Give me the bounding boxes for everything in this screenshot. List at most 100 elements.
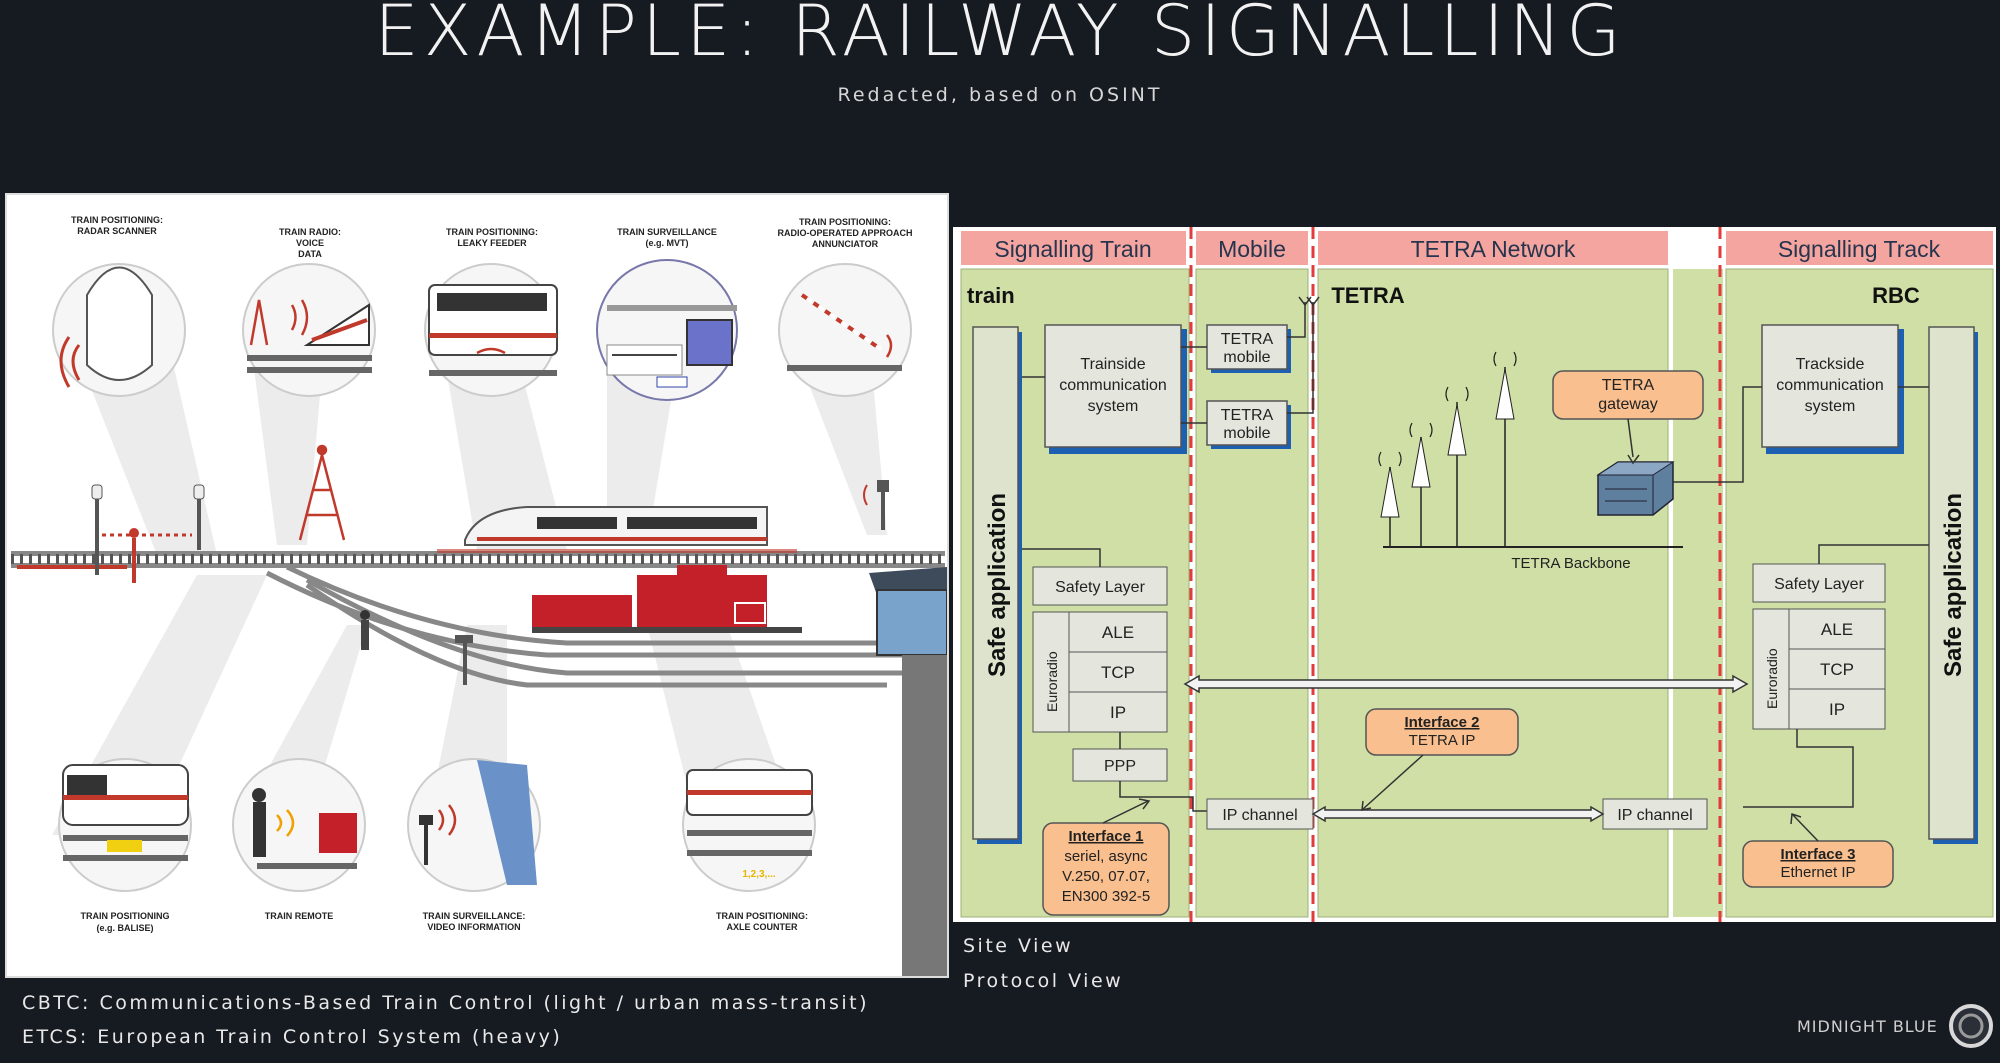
level-crossing [91, 484, 205, 583]
interface-2-title: Interface 2 [1404, 714, 1479, 731]
site-label-remote-1: TRAIN REMOTE [265, 911, 334, 921]
axle-counter-vignette: 1,2,3,... [682, 758, 816, 892]
site-label-balise-1: TRAIN POSITIONING [80, 911, 169, 921]
tetra-mobile-1-line-1: TETRA [1221, 331, 1274, 348]
interface-1-line-1: seriel, async [1064, 848, 1148, 865]
safe-app-right: Safe application [1928, 326, 1978, 844]
end-to-end-arrow [1183, 674, 1749, 694]
ip-channel-right-label: IP channel [1617, 807, 1692, 824]
gateway-server-icon [1596, 461, 1675, 516]
ip-channel-left-label: IP channel [1222, 807, 1297, 824]
rbc-label: RBC [1872, 283, 1920, 308]
ip-channel-arrow [1311, 805, 1605, 823]
site-label-radio-1: TRAIN RADIO: [279, 227, 341, 237]
trackside-comm-box: Trackside communication system [1761, 324, 1904, 454]
interface-3-title: Interface 3 [1780, 846, 1855, 863]
mobile-links [1181, 296, 1320, 424]
ip-left: IP [1110, 703, 1126, 722]
site-label-annun-1: TRAIN POSITIONING: [799, 217, 891, 227]
zone-signalling-track: Signalling Track [1778, 236, 1941, 262]
caption-site-view: Site View [963, 935, 1074, 957]
high-speed-train [437, 506, 797, 553]
brand-logo-icon [1949, 1004, 1993, 1048]
safe-app-left: Safe application [972, 326, 1022, 844]
zone-signalling-train: Signalling Train [994, 236, 1151, 262]
train-radio-vignette [242, 263, 376, 397]
site-label-video-1: TRAIN SURVEILLANCE: [423, 911, 526, 921]
site-view-panel: TRAIN POSITIONING: RADAR SCANNER TRAIN R… [5, 193, 949, 978]
tetra-mobile-2-line-2: mobile [1223, 425, 1270, 442]
trainside-line-2: communication [1059, 377, 1167, 394]
gateway-links [1627, 386, 1762, 483]
interface-1: Interface 1 seriel, async V.250, 07.07, … [1042, 822, 1170, 916]
radar-scanner-vignette [52, 263, 186, 397]
trackside-line-1: Trackside [1796, 356, 1865, 373]
freight-locomotive [532, 565, 802, 633]
safety-layer-left: Safety Layer [1055, 579, 1146, 596]
site-label-leaky-1: TRAIN POSITIONING: [446, 227, 538, 237]
balise-vignette [58, 758, 192, 892]
trackside-line-2: communication [1776, 377, 1884, 394]
trackside-line-3: system [1805, 398, 1856, 415]
control-building [869, 567, 948, 976]
slide-title: EXAMPLE: RAILWAY SIGNALLING [374, 0, 1626, 72]
site-label-radio-2: VOICE [296, 238, 324, 248]
radio-mast [298, 444, 346, 541]
site-label-surv-2: (e.g. MVT) [646, 238, 689, 248]
protocol-view-panel: Signalling Train Mobile TETRA Network Si… [953, 227, 1996, 922]
tetra-mobile-1: TETRA mobile [1206, 324, 1291, 373]
ppp-left: PPP [1104, 758, 1136, 775]
brand-name: MIDNIGHT BLUE [1797, 1017, 1938, 1036]
site-label-radar-1: TRAIN POSITIONING: [71, 215, 163, 225]
stack-connectors [1022, 376, 1929, 812]
video-surveillance-vignette [407, 758, 541, 892]
interface-2: Interface 2 TETRA IP [1365, 708, 1519, 756]
zone-mobile: Mobile [1218, 236, 1286, 262]
tetra-mobile-1-line-2: mobile [1223, 349, 1270, 366]
euroradio-left: Euroradio [1044, 651, 1060, 712]
tetra-label: TETRA [1331, 283, 1404, 308]
leaky-feeder-vignette [424, 263, 558, 397]
interface-1-title: Interface 1 [1068, 828, 1143, 845]
trainside-comm-box: Trainside communication system [1044, 324, 1187, 454]
railway-tracks [11, 551, 945, 688]
train-remote-vignette [232, 758, 366, 892]
trainside-line-1: Trainside [1080, 356, 1145, 373]
interface-3: Interface 3 Ethernet IP [1742, 840, 1894, 888]
site-label-radar-2: RADAR SCANNER [77, 226, 157, 236]
train-label: train [967, 283, 1015, 308]
site-label-radio-3: DATA [298, 249, 322, 259]
site-label-axle-1: TRAIN POSITIONING: [716, 911, 808, 921]
tetra-mobile-2-line-1: TETRA [1221, 407, 1274, 424]
safe-app-right-label: Safe application [1940, 493, 1967, 677]
trainside-line-3: system [1088, 398, 1139, 415]
site-label-video-2: VIDEO INFORMATION [427, 922, 520, 932]
train-surveillance-vignette [596, 259, 738, 401]
signal-post-right [863, 480, 889, 530]
site-label-axle-2: AXLE COUNTER [726, 922, 798, 932]
site-label-surv-1: TRAIN SURVEILLANCE [617, 227, 717, 237]
site-label-leaky-2: LEAKY FEEDER [457, 238, 527, 248]
interface-1-line-3: EN300 392-5 [1062, 888, 1150, 905]
safe-app-left-label: Safe application [984, 493, 1011, 677]
definition-etcs: ETCS: European Train Control System (hea… [22, 1026, 563, 1048]
ip-right: IP [1829, 700, 1845, 719]
tcp-left: TCP [1101, 663, 1135, 682]
ale-left: ALE [1102, 623, 1134, 642]
tetra-gateway-line-1: TETRA [1602, 377, 1655, 394]
zone-headers [961, 231, 1993, 265]
ip-channel-right: IP channel [1602, 798, 1708, 830]
tetra-antennas: TETRA Backbone [1378, 351, 1683, 572]
interface-2-line-1: TETRA IP [1409, 732, 1476, 749]
ale-right: ALE [1821, 620, 1853, 639]
tetra-gateway-line-2: gateway [1598, 396, 1658, 413]
approach-annunciator-vignette [778, 263, 912, 397]
safety-layer-right: Safety Layer [1774, 576, 1865, 593]
trackside-worker [360, 610, 473, 685]
interface-1-line-2: V.250, 07.07, [1062, 868, 1150, 885]
ip-channel-left: IP channel [1206, 798, 1314, 830]
axle-count-label: 1,2,3,... [742, 869, 776, 880]
tetra-gateway: TETRA gateway [1552, 370, 1704, 420]
site-label-balise-2: (e.g. BALISE) [96, 923, 153, 933]
tcp-right: TCP [1820, 660, 1854, 679]
